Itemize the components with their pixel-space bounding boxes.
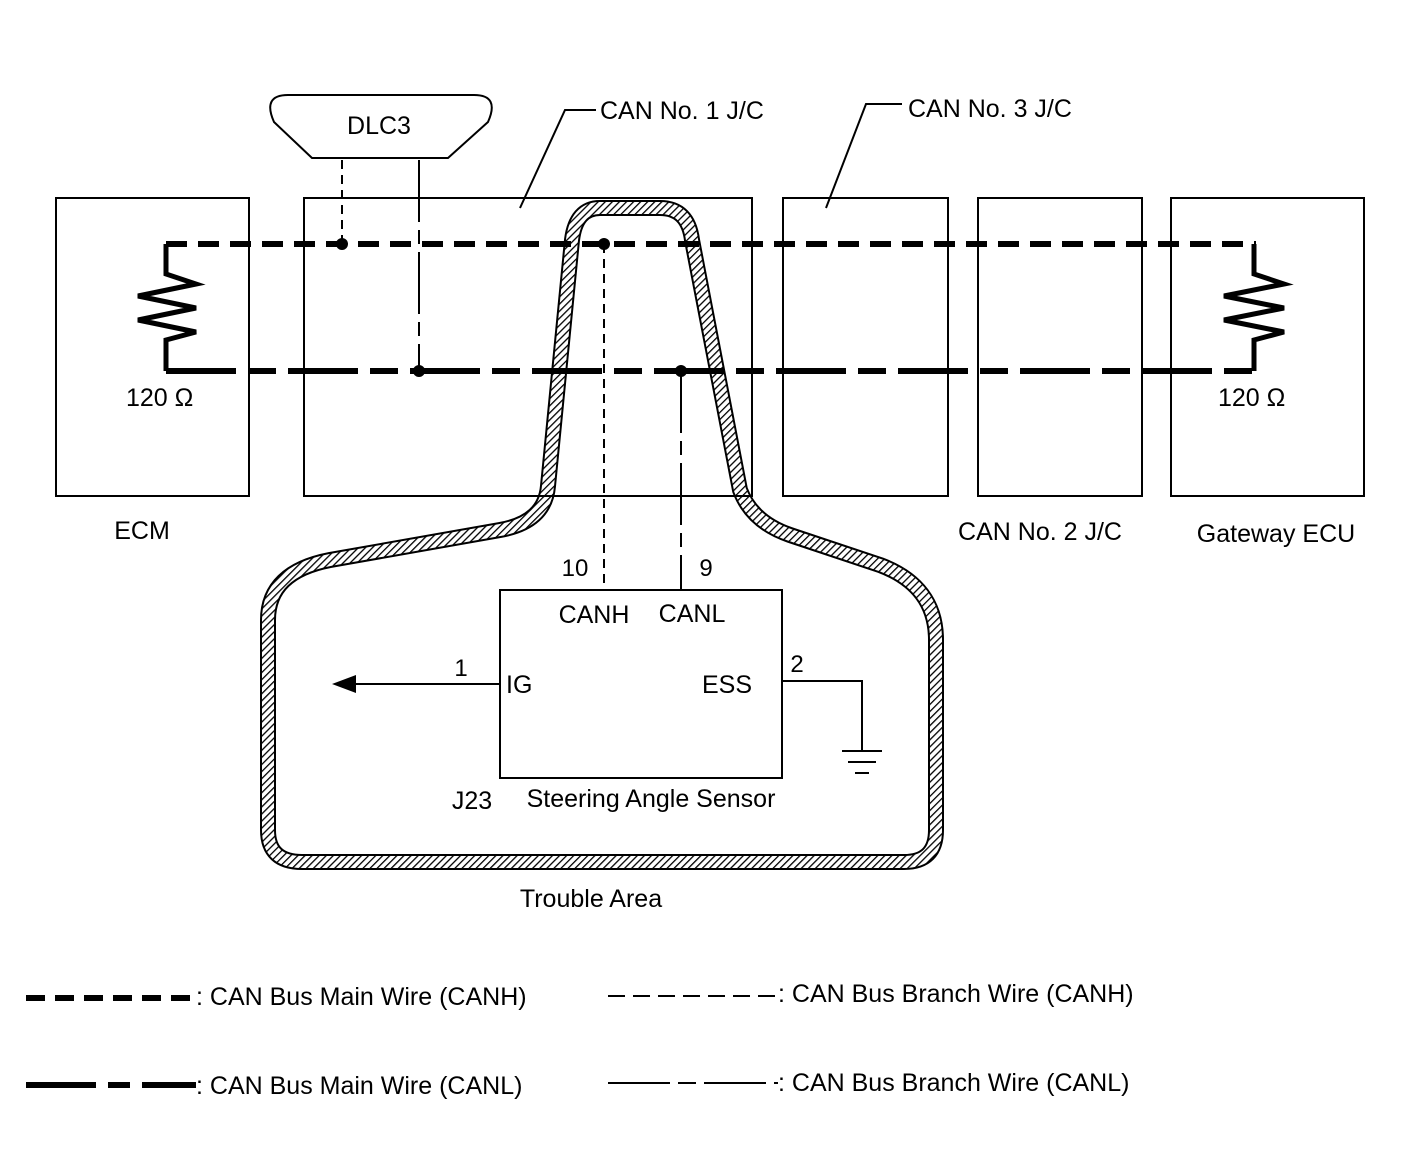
ecm-terminating-resistor [137, 244, 206, 371]
right-resistor-value: 120 Ω [1218, 384, 1285, 412]
pin-2-label: 2 [790, 651, 803, 678]
can-no1-jc-box [303, 197, 753, 497]
sensor-code-label: J23 [452, 787, 492, 815]
legend-branch-canl-label: : CAN Bus Branch Wire (CANL) [778, 1069, 1129, 1097]
pin-1-label: 1 [454, 655, 467, 682]
pin-9-label: 9 [699, 555, 712, 582]
pin-10-label: 10 [562, 555, 589, 582]
ecm-label: ECM [114, 517, 170, 545]
ess-ground-wire [782, 680, 863, 751]
legend-main-canl-label: : CAN Bus Main Wire (CANL) [196, 1072, 522, 1100]
junction-dot-dlc3-canl [413, 365, 425, 377]
gateway-ecu-box [1170, 197, 1365, 497]
legend-branch-canh-label: : CAN Bus Branch Wire (CANH) [778, 980, 1134, 1008]
ecm-box [55, 197, 250, 497]
junction-dot-sensor-canl [675, 365, 687, 377]
canl-terminal-label: CANL [659, 600, 726, 628]
gateway-ecu-label: Gateway ECU [1197, 520, 1355, 548]
left-resistor-value: 120 Ω [126, 384, 193, 412]
trouble-area-label: Trouble Area [520, 885, 662, 913]
canh-terminal-label: CANH [559, 601, 630, 629]
trouble-area-boundary [260, 200, 944, 870]
can-no3-jc-leader [825, 103, 902, 209]
junction-dot-sensor-canh [598, 238, 610, 250]
can-no3-jc-box [782, 197, 949, 497]
legend-main-canh-label: : CAN Bus Main Wire (CANH) [196, 983, 527, 1011]
can-no3-jc-label: CAN No. 3 J/C [908, 95, 1072, 123]
can-no1-jc-leader [519, 109, 596, 209]
can-no1-jc-label: CAN No. 1 J/C [600, 97, 764, 125]
dlc3-connector-shape [269, 94, 493, 159]
ig-terminal-label: IG [506, 671, 532, 699]
sensor-name-label: Steering Angle Sensor [527, 785, 776, 813]
ground-icon [842, 750, 882, 774]
junction-dot-dlc3-canh [336, 238, 348, 250]
dlc3-label: DLC3 [347, 112, 411, 140]
ig-arrow-icon [332, 675, 356, 693]
can-no2-jc-label: CAN No. 2 J/C [958, 518, 1122, 546]
can-no2-jc-box [977, 197, 1143, 497]
gateway-terminating-resistor [1223, 244, 1294, 371]
ess-terminal-label: ESS [702, 671, 752, 699]
